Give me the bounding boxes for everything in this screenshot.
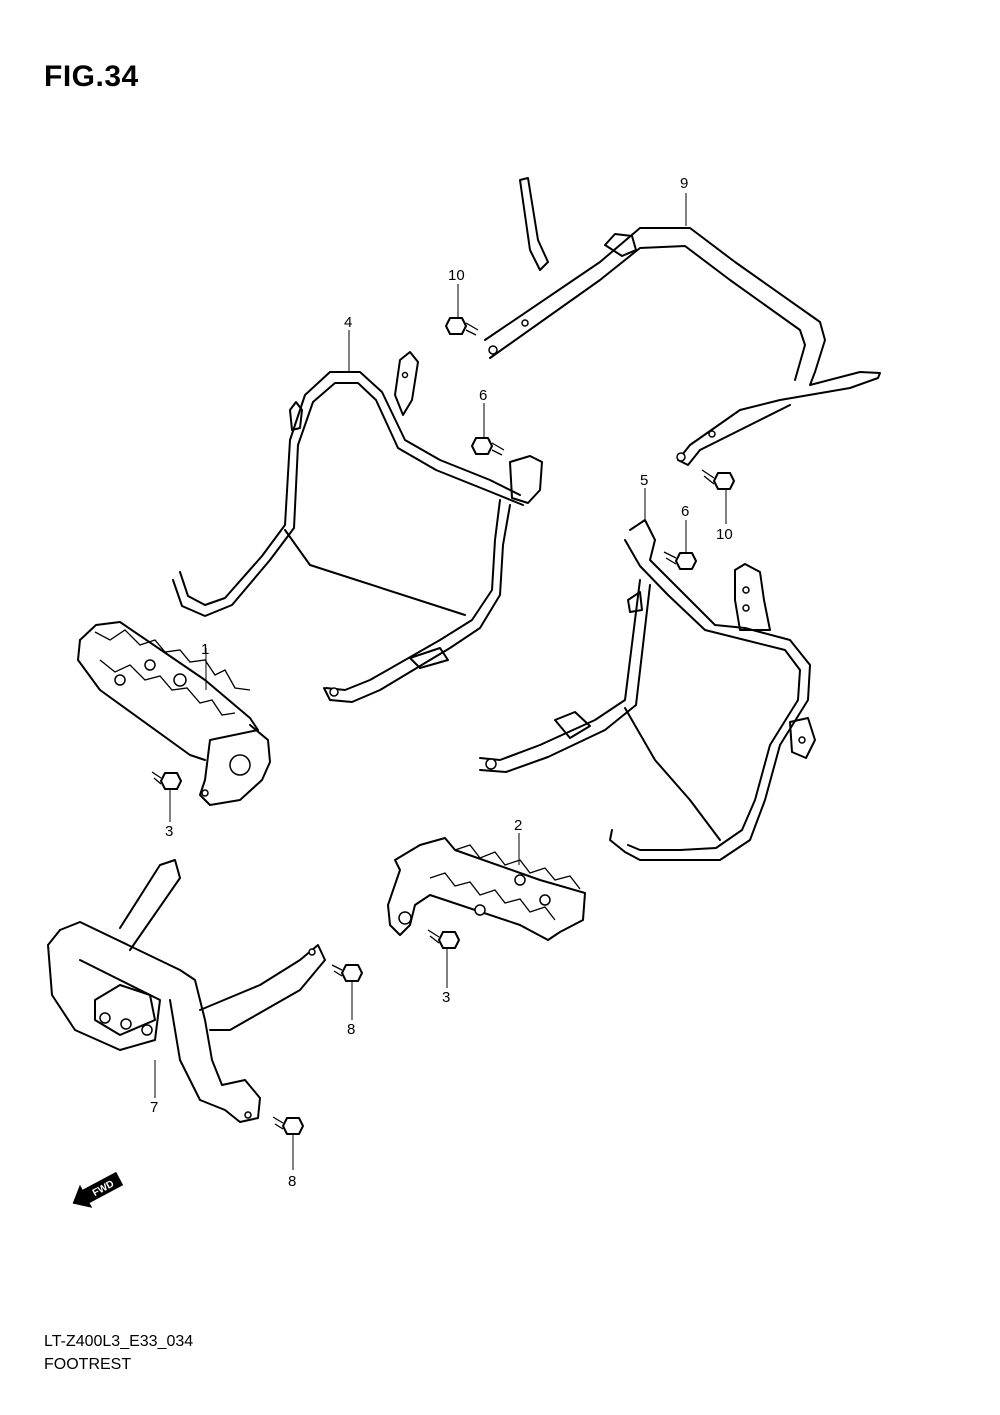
part-9-bracket bbox=[484, 177, 881, 466]
callout-10-lower: 10 bbox=[716, 526, 733, 543]
fwd-label: FWD bbox=[91, 1179, 116, 1199]
leader-lines bbox=[154, 193, 727, 1170]
part-1-footpeg bbox=[77, 621, 271, 806]
figure-name: FOOTREST bbox=[44, 1356, 132, 1373]
callout-5: 5 bbox=[640, 472, 648, 489]
callout-4: 4 bbox=[344, 314, 352, 331]
part-2-footpeg bbox=[387, 837, 586, 941]
part-7-bracket bbox=[47, 859, 326, 1123]
callout-3-left: 3 bbox=[165, 823, 173, 840]
fwd-arrow-icon: FWD bbox=[72, 1171, 124, 1208]
bolt-6-upper bbox=[471, 437, 505, 456]
callout-6-upper: 6 bbox=[479, 387, 487, 404]
part-4-frame bbox=[172, 351, 543, 703]
bolt-6-lower bbox=[663, 551, 697, 570]
callout-1: 1 bbox=[201, 641, 209, 658]
bolt-3-right bbox=[427, 929, 460, 949]
bolt-8-lower bbox=[272, 1116, 304, 1135]
figure-title: FIG.34 bbox=[44, 60, 139, 93]
callout-3-right: 3 bbox=[442, 989, 450, 1006]
bolt-10-lower bbox=[701, 469, 735, 490]
callout-8-lower: 8 bbox=[288, 1173, 296, 1190]
callout-labels: 9 10 4 6 5 6 10 1 3 2 3 8 7 8 bbox=[150, 175, 733, 1190]
bolt-8-upper bbox=[331, 964, 363, 982]
callout-10-upper: 10 bbox=[448, 267, 465, 284]
figure-code: LT-Z400L3_E33_034 bbox=[44, 1333, 194, 1350]
bolt-10-upper bbox=[445, 317, 479, 336]
callout-7: 7 bbox=[150, 1099, 158, 1116]
callout-8-upper: 8 bbox=[347, 1021, 355, 1038]
callout-6-lower: 6 bbox=[681, 503, 689, 520]
callout-2: 2 bbox=[514, 817, 522, 834]
part-5-frame bbox=[479, 519, 816, 861]
callout-9: 9 bbox=[680, 175, 688, 192]
bolt-3-left bbox=[151, 771, 182, 790]
